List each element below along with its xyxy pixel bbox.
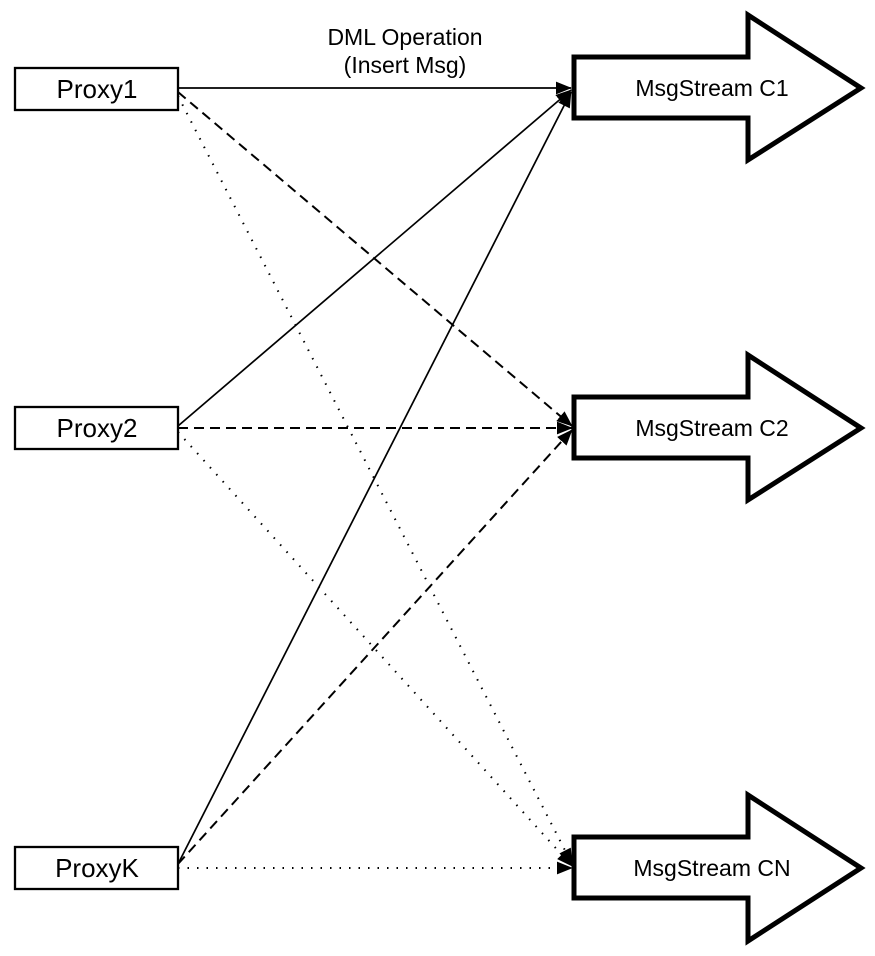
msgstream-cn-arrow-shape	[571, 790, 866, 946]
proxy1-label: Proxy1	[57, 74, 138, 104]
proxy1-box	[13, 66, 180, 112]
msgstream-c2-node: MsgStream C2	[571, 350, 866, 505]
edge-proxy1-to-c2	[177, 91, 573, 427]
edge-proxyk-to-c2	[177, 429, 573, 865]
proxyk-box	[13, 845, 180, 891]
proxy2-node: Proxy2	[13, 405, 180, 451]
msgstream-cn-node: MsgStream CN	[571, 790, 866, 946]
proxyk-node: ProxyK	[13, 845, 180, 891]
msgstream-c1-label: MsgStream C1	[635, 75, 788, 101]
msgstream-c2-label: MsgStream C2	[635, 415, 788, 441]
proxy2-box	[13, 405, 180, 451]
edge-annotation-line1: DML Operation	[327, 24, 482, 50]
edge-proxy2-to-cn	[177, 431, 573, 867]
msgstream-cn-label: MsgStream CN	[633, 855, 790, 881]
edge-proxy1-to-cn	[177, 95, 573, 865]
msgstream-c2-arrow-shape	[571, 350, 866, 505]
proxyk-label: ProxyK	[55, 853, 139, 883]
edge-annotation-line2: (Insert Msg)	[344, 52, 467, 78]
msgstream-c1-arrow-shape	[571, 10, 866, 165]
proxy1-node: Proxy1	[13, 66, 180, 112]
proxy2-label: Proxy2	[57, 413, 138, 443]
edge-proxyk-to-c1	[177, 91, 572, 865]
msgstream-c1-node: MsgStream C1	[571, 10, 866, 165]
